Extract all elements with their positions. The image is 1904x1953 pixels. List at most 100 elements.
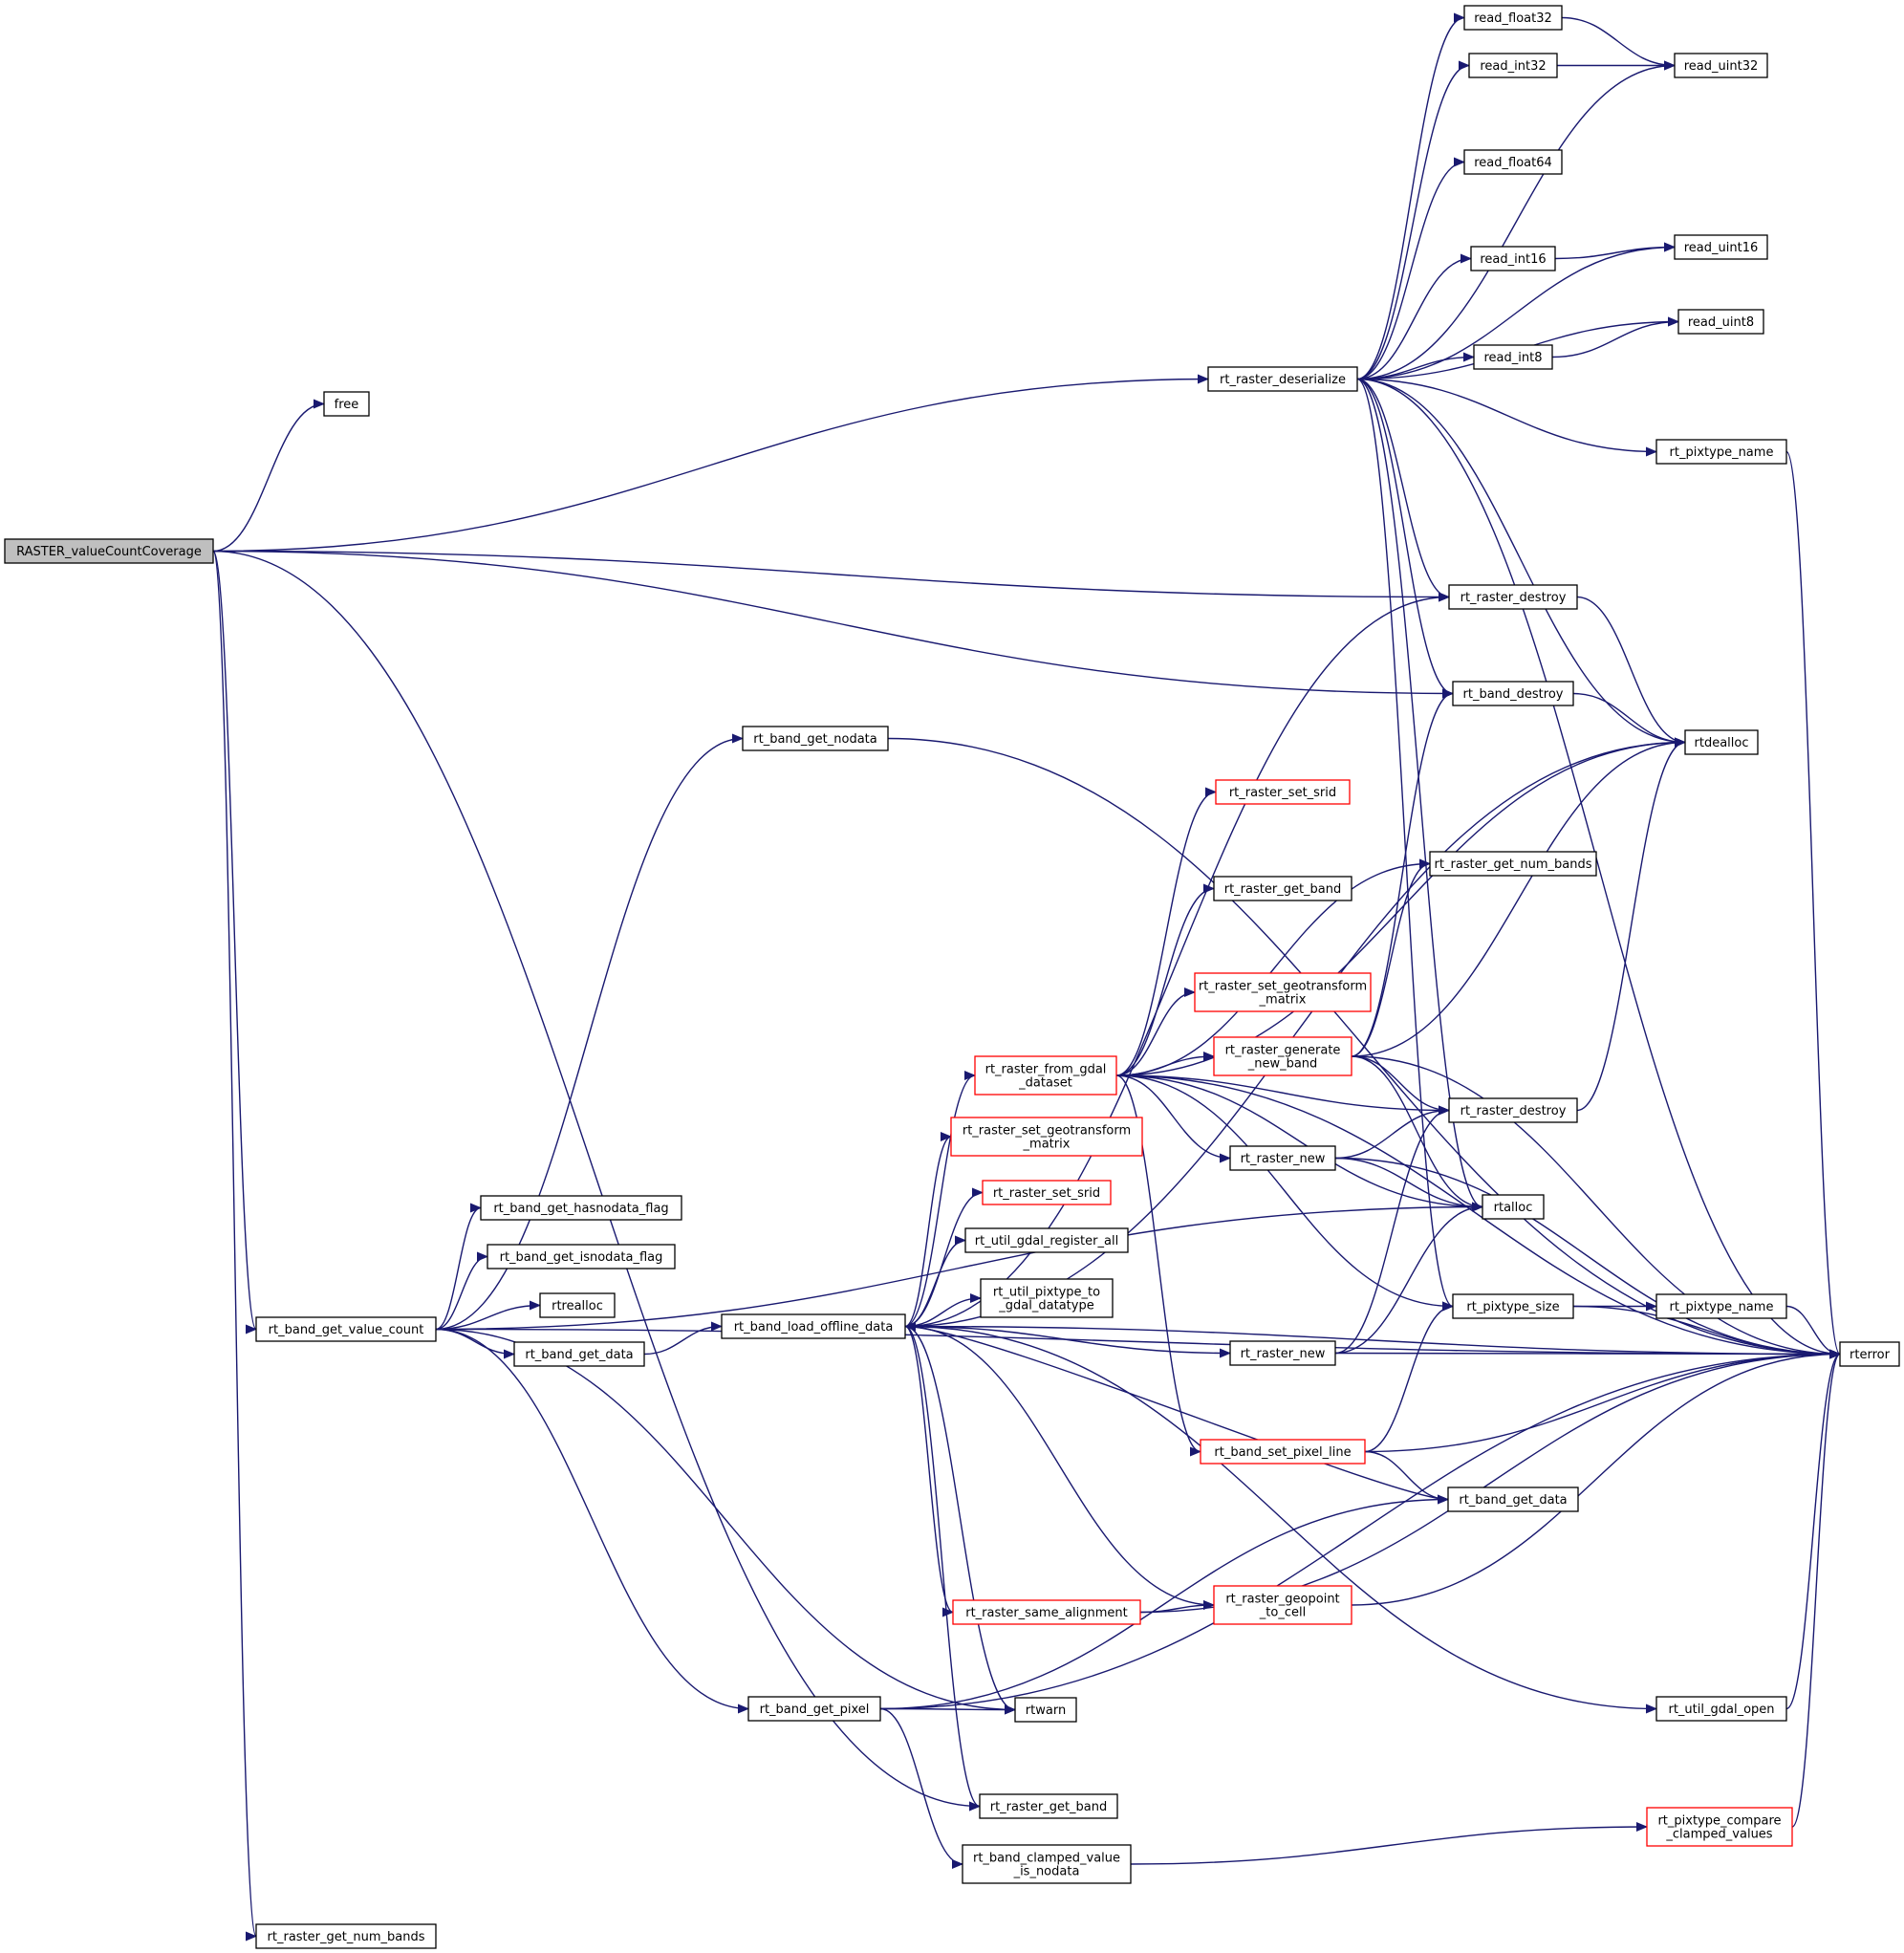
node-rt-raster-set-geotransform-matrix-b[interactable]: rt_raster_set_geotransform_matrix	[950, 1117, 1143, 1157]
node-rt-raster-new-a[interactable]: rt_raster_new	[1229, 1145, 1336, 1171]
edge-rt-raster-geopoint-to-cell-to-rterror	[1351, 1349, 1841, 1606]
edge-root-to-rt-raster-destroy-a	[212, 550, 1450, 602]
node-rt-band-get-data-b[interactable]: rt_band_get_data	[1447, 1486, 1579, 1512]
edge-rt-raster-generate-new-band-to-rt-band-destroy	[1351, 688, 1454, 1057]
node-box	[1213, 1036, 1352, 1076]
edge-rt-band-set-pixel-line-to-rt-band-get-data-b	[1364, 1450, 1449, 1505]
edge-root-to-rt-band-destroy	[212, 550, 1454, 699]
node-box	[1447, 1486, 1579, 1512]
edge-rt-raster-new-b-to-rtalloc	[1334, 1202, 1483, 1355]
node-rt-raster-destroy-a[interactable]: rt_raster_destroy	[1448, 584, 1578, 610]
node-rt-pixtype-name-b[interactable]: rt_pixtype_name	[1655, 1293, 1787, 1319]
node-box	[1482, 1194, 1545, 1220]
node-read-int8[interactable]: read_int8	[1473, 344, 1553, 370]
node-box	[742, 726, 889, 751]
node-read-uint32[interactable]: read_uint32	[1674, 53, 1768, 78]
node-rt-raster-get-num-bands-a[interactable]: rt_raster_get_num_bands	[1429, 851, 1597, 877]
node-rt-raster-geopoint-to-cell[interactable]: rt_raster_geopoint_to_cell	[1213, 1585, 1352, 1625]
node-rt-band-get-pixel[interactable]: rt_band_get_pixel	[747, 1696, 881, 1722]
node-label: rterror	[1850, 1348, 1891, 1362]
edge-rt-raster-from-gdal-dataset-to-rtdealloc	[1115, 737, 1686, 1076]
node-box	[1448, 584, 1578, 610]
node-box	[952, 1599, 1141, 1625]
node-rtwarn[interactable]: rtwarn	[1014, 1697, 1077, 1723]
node-box	[1200, 1439, 1366, 1465]
node-rt-band-get-nodata[interactable]: rt_band_get_nodata	[742, 726, 889, 751]
node-box	[1677, 309, 1764, 335]
node-rt-band-get-hasnodata-flag[interactable]: rt_band_get_hasnodata_flag	[480, 1195, 682, 1221]
edge-rt-band-load-offline-data-to-rtwarn	[904, 1325, 1016, 1715]
node-rt-band-get-isnodata-flag[interactable]: rt_band_get_isnodata_flag	[487, 1244, 676, 1269]
node-rt-raster-set-srid-a[interactable]: rt_raster_set_srid	[1215, 779, 1351, 805]
node-label: RASTER_valueCountCoverage	[16, 545, 202, 559]
node-rt-util-gdal-register-all[interactable]: rt_util_gdal_register_all	[964, 1227, 1129, 1253]
node-label: rt_band_get_pixel	[760, 1703, 870, 1717]
edge-rt-raster-deserialize-to-read-uint16	[1356, 242, 1676, 380]
edge-rt-band-load-offline-data-to-rt-raster-set-geotransform-matrix-b	[904, 1132, 952, 1328]
node-rt-pixtype-name-a[interactable]: rt_pixtype_name	[1655, 439, 1787, 465]
node-rt-band-get-value-count[interactable]: rt_band_get_value_count	[255, 1316, 437, 1342]
node-box	[487, 1244, 676, 1269]
node-rt-band-clamped-value-is-nodata[interactable]: rt_band_clamped_value_is_nodata	[962, 1844, 1132, 1884]
node-read-uint8[interactable]: read_uint8	[1677, 309, 1764, 335]
node-box	[1229, 1340, 1336, 1366]
node-rt-raster-get-band-a[interactable]: rt_raster_get_band	[1213, 876, 1352, 901]
node-rt-raster-destroy-b[interactable]: rt_raster_destroy	[1448, 1097, 1578, 1123]
node-label: read_float64	[1474, 156, 1552, 170]
node-label: _to_cell	[1259, 1606, 1306, 1620]
node-rt-band-destroy[interactable]: rt_band_destroy	[1452, 681, 1574, 706]
node-rt-band-set-pixel-line[interactable]: rt_band_set_pixel_line	[1200, 1439, 1366, 1465]
node-label: rt_band_get_value_count	[269, 1323, 424, 1337]
node-rt-raster-same-alignment[interactable]: rt_raster_same_alignment	[952, 1599, 1141, 1625]
node-rt-raster-get-band-b[interactable]: rt_raster_get_band	[979, 1793, 1118, 1819]
edge-rt-raster-deserialize-to-read-int8	[1356, 352, 1475, 380]
edge-rt-band-load-offline-data-to-rt-raster-geopoint-to-cell	[904, 1325, 1215, 1610]
node-rt-band-load-offline-data[interactable]: rt_band_load_offline_data	[721, 1313, 906, 1339]
node-read-uint16[interactable]: read_uint16	[1674, 234, 1768, 260]
node-rtalloc[interactable]: rtalloc	[1482, 1194, 1545, 1220]
node-label: rt_raster_same_alignment	[965, 1606, 1128, 1620]
node-rt-band-get-data-a[interactable]: rt_band_get_data	[513, 1341, 645, 1367]
node-rt-raster-new-b[interactable]: rt_raster_new	[1229, 1340, 1336, 1366]
node-rt-raster-set-srid-b[interactable]: rt_raster_set_srid	[982, 1180, 1112, 1205]
node-box	[323, 391, 370, 417]
edge-rt-band-load-offline-data-to-rt-raster-get-band-b	[904, 1325, 981, 1812]
node-rt-raster-from-gdal-dataset[interactable]: rt_raster_from_gdal_dataset	[974, 1055, 1117, 1096]
node-read-float64[interactable]: read_float64	[1463, 149, 1563, 175]
node-box	[1452, 1293, 1574, 1319]
node-box	[1646, 1807, 1793, 1847]
node-layer: RASTER_valueCountCoverage free rt_raster_d…	[4, 5, 1900, 1949]
node-rtdealloc[interactable]: rtdealloc	[1684, 729, 1759, 755]
node-read-float32[interactable]: read_float32	[1463, 5, 1563, 31]
node-rt-raster-deserialize[interactable]: rt_raster_deserialize	[1207, 366, 1358, 392]
edge-rt-raster-from-gdal-dataset-to-rt-pixtype-size	[1115, 1074, 1454, 1312]
node-label: _matrix	[1023, 1138, 1071, 1152]
node-rt-raster-get-num-bands-b[interactable]: rt_raster_get_num_bands	[255, 1923, 437, 1949]
node-rt-util-pixtype-to-gdal-datatype[interactable]: rt_util_pixtype_to_gdal_datatype	[980, 1278, 1114, 1318]
node-rt-pixtype-compare-clamped-values[interactable]: rt_pixtype_compare_clamped_values	[1646, 1807, 1793, 1847]
node-label: rt_raster_destroy	[1460, 591, 1567, 605]
edge-rt-raster-generate-new-band-to-rt-raster-get-num-bands-a	[1351, 858, 1431, 1057]
node-rterror[interactable]: rterror	[1839, 1341, 1900, 1367]
node-free[interactable]: free	[323, 391, 370, 417]
edge-rt-band-get-value-count-to-rterror	[435, 1328, 1841, 1359]
node-rt-raster-generate-new-band[interactable]: rt_raster_generate_new_band	[1213, 1036, 1352, 1076]
node-rt-util-gdal-open[interactable]: rt_util_gdal_open	[1655, 1696, 1787, 1722]
node-label: rt_raster_set_srid	[1229, 786, 1336, 800]
node-read-int32[interactable]: read_int32	[1468, 53, 1558, 78]
edge-rt-raster-from-gdal-dataset-to-rt-raster-new-a	[1115, 1074, 1231, 1163]
edge-rt-raster-deserialize-to-read-int16	[1356, 253, 1472, 380]
edge-rt-band-load-offline-data-to-rt-raster-new-b	[904, 1325, 1231, 1358]
node-rtrealloc[interactable]: rtrealloc	[539, 1292, 616, 1318]
edge-rt-raster-generate-new-band-to-rterror	[1351, 1055, 1841, 1359]
node-box	[1014, 1697, 1077, 1723]
edge-rt-band-get-value-count-to-rt-band-get-data-a	[435, 1328, 515, 1359]
node-box	[1229, 1145, 1336, 1171]
edge-rt-band-load-offline-data-to-rt-raster-set-srid-b	[904, 1187, 984, 1328]
node-root[interactable]: RASTER_valueCountCoverage	[4, 538, 214, 564]
node-box	[1839, 1341, 1900, 1367]
node-read-int16[interactable]: read_int16	[1470, 246, 1556, 271]
node-rt-pixtype-size[interactable]: rt_pixtype_size	[1452, 1293, 1574, 1319]
node-rt-raster-set-geotransform-matrix-a[interactable]: rt_raster_set_geotransform_matrix	[1194, 972, 1372, 1012]
node-label: rt_util_gdal_register_all	[975, 1234, 1118, 1248]
